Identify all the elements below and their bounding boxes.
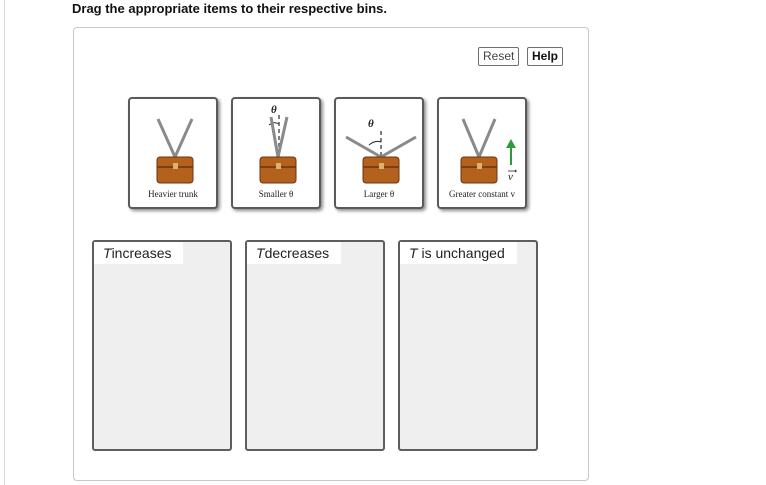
draggable-item-smaller-theta[interactable]: θ Smaller θ [231,97,321,209]
item-caption: Heavier trunk [148,189,198,199]
svg-text:v: v [508,171,513,183]
trunk-heavier-icon [156,118,194,184]
bin-label: T is unchanged [400,242,517,264]
draggable-item-larger-theta[interactable]: θ Larger θ [334,97,424,209]
trunk-large-angle-icon: θ [345,118,417,184]
trunk-velocity-icon: v [460,118,517,184]
left-border-line [4,0,5,485]
reset-button[interactable]: Reset [478,47,520,66]
item-caption: Larger θ [363,189,395,199]
draggable-item-greater-velocity[interactable]: v Greater constant v [437,97,527,209]
svg-text:θ: θ [271,104,277,116]
item-caption: Smaller θ [258,189,294,199]
bin-label: Tincreases [94,242,184,264]
help-button[interactable]: Help [527,47,564,66]
drop-bin-t-unchanged[interactable]: T is unchanged [398,240,538,451]
trunk-small-angle-icon: θ [259,104,297,184]
bin-label: Tdecreases [247,242,342,264]
drag-drop-panel: Reset Help Heavier trunk θ Smaller θ θ [73,27,589,481]
instruction-text: Drag the appropriate items to their resp… [72,1,387,16]
drop-bin-t-decreases[interactable]: Tdecreases [245,240,385,451]
svg-text:θ: θ [368,118,374,130]
item-caption: Greater constant v [449,189,515,199]
drop-bin-t-increases[interactable]: Tincreases [92,240,232,451]
draggable-item-heavier-trunk[interactable]: Heavier trunk [128,97,218,209]
